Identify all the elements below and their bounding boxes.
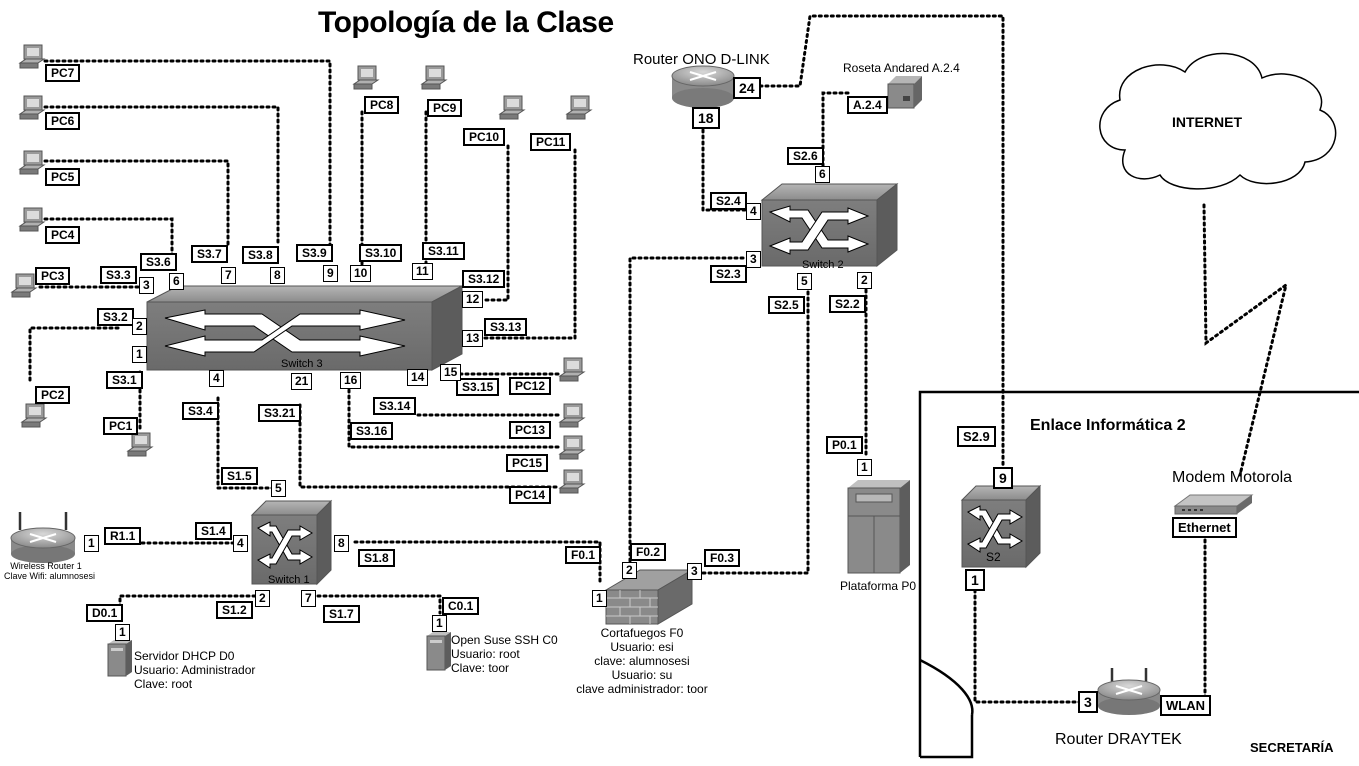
switch-3-device — [146, 285, 463, 371]
pc5-icon — [18, 150, 46, 175]
pc3-icon — [10, 273, 38, 298]
router-ono-device — [671, 65, 735, 108]
internet-cloud — [1099, 52, 1337, 190]
pc2-icon — [20, 403, 48, 428]
pc9-icon — [420, 65, 448, 90]
pc1-icon — [126, 432, 154, 457]
switch-s2-device — [960, 484, 1042, 569]
pc12-icon — [558, 357, 586, 382]
server-suse-device — [426, 632, 451, 671]
pc8-icon — [352, 65, 380, 90]
wireless-router-device — [10, 512, 76, 563]
pc4-icon — [18, 207, 46, 232]
roseta-device — [887, 76, 922, 109]
modem-device — [1173, 494, 1254, 515]
server-p0-device — [847, 480, 910, 574]
pc15-icon — [558, 435, 586, 460]
pc6-icon — [18, 95, 46, 120]
pc13-icon — [558, 403, 586, 428]
firewall-device — [604, 569, 694, 625]
room-outline — [918, 390, 1359, 759]
pc14-icon — [558, 469, 586, 494]
router-draytek-device — [1097, 668, 1161, 715]
pc10-icon — [498, 95, 526, 120]
pc-icons — [10, 44, 593, 494]
connection-lines — [28, 14, 1289, 704]
pc7-icon — [18, 44, 46, 69]
server-dhcp-device — [107, 640, 132, 677]
switch-2-device — [760, 182, 899, 268]
switch-1-device — [250, 499, 333, 586]
pc11-icon — [565, 95, 593, 120]
